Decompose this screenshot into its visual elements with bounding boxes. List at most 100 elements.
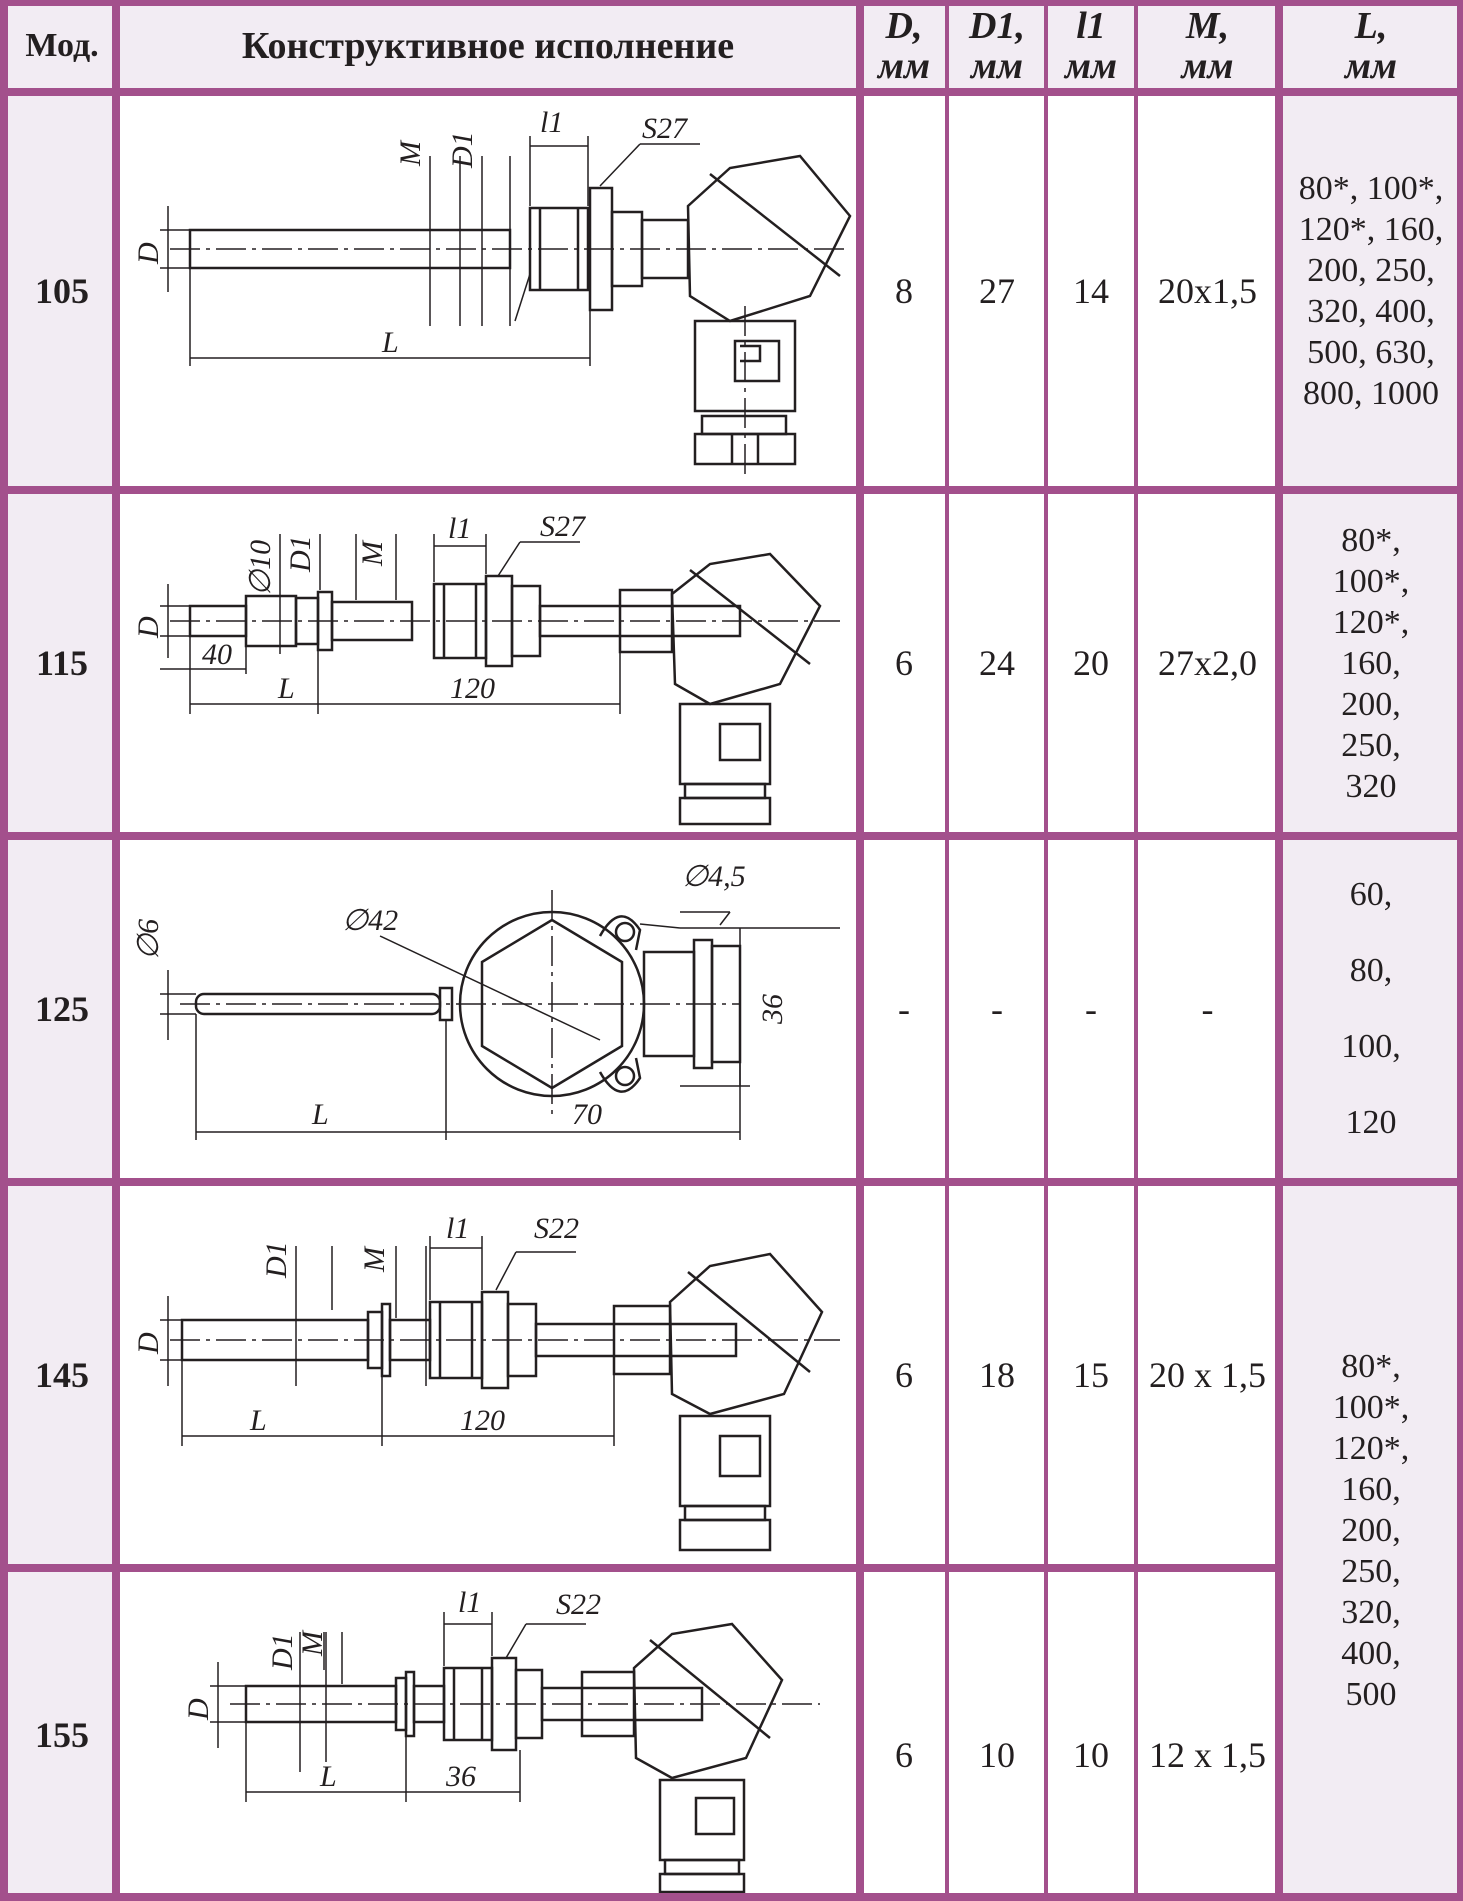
label-40: 40 (202, 638, 232, 671)
header-d1: D1,мм (948, 0, 1046, 92)
row-155-d: 6 (895, 1734, 913, 1775)
grid-model-border (112, 0, 120, 1901)
length-column-background (1279, 92, 1463, 1901)
grid-row-105-border (0, 486, 1463, 494)
drawing-115: D ∅10 D1 M l1 S27 40 L 120 (132, 510, 840, 826)
grid-d-border (945, 0, 949, 1901)
drawing-125: ∅6 ∅42 ∅4,5 36 L 70 (132, 860, 840, 1140)
header-d: D,мм (860, 0, 948, 92)
label-dia42: ∅42 (342, 904, 398, 937)
label-120: 120 (450, 672, 495, 705)
row-145-l1: 15 (1073, 1355, 1109, 1395)
label-s: S22 (556, 1588, 601, 1621)
grid-row-145-border (0, 1564, 1279, 1572)
header-d1-name: D1, (969, 5, 1025, 47)
label-s: S27 (540, 510, 587, 543)
row-105-l: 80*, 100*, 120*, 160, 200, 250, 320, 400… (1298, 170, 1444, 412)
row-115-l: 80*, 100*, 120*, 160, 200, 250, 320 (1332, 521, 1410, 805)
label-d: D (132, 1332, 165, 1355)
row-125-l1: - (1085, 989, 1097, 1029)
label-m: M (296, 1629, 329, 1657)
grid-d1-border (1044, 0, 1048, 1901)
label-dia6: ∅6 (132, 919, 165, 960)
drawing-145: D D1 M l1 S22 L 120 (132, 1212, 840, 1552)
grid-row-115-border (0, 832, 1463, 840)
header-model: Мод. (25, 27, 99, 64)
label-120: 120 (460, 1404, 505, 1437)
header-l: L,мм (1279, 0, 1463, 92)
header-design: Конструктивное исполнение (241, 25, 735, 67)
label-l: L (249, 1404, 267, 1437)
header-d1-unit: мм (970, 45, 1024, 87)
model-column-background (0, 92, 116, 1901)
row-105-d1: 27 (979, 271, 1015, 311)
row-155-model: 155 (35, 1714, 89, 1755)
row-125-d1: - (991, 989, 1003, 1029)
label-36: 36 (445, 1760, 476, 1793)
label-l: L (319, 1760, 337, 1793)
header-l-name: L, (1354, 5, 1388, 47)
shared-l-145-155: 80*, 100*, 120*, 160, 200, 250, 320, 400… (1332, 1347, 1410, 1713)
label-d1: D1 (284, 535, 317, 573)
label-dia45: ∅4,5 (682, 860, 746, 893)
header-m-name: M, (1185, 5, 1230, 47)
grid-l1-border (1134, 0, 1138, 1901)
row-125-l: 60, 80, 100, 120 (1341, 876, 1401, 1141)
label-m: M (394, 139, 427, 167)
label-m: M (358, 1245, 391, 1273)
label-l: L (381, 326, 399, 359)
label-s: S27 (642, 112, 689, 145)
label-70: 70 (572, 1098, 602, 1131)
grid-m-border (1275, 0, 1283, 1901)
label-l1: l1 (540, 106, 563, 139)
label-dia: ∅10 (244, 540, 277, 596)
label-d: D (132, 616, 165, 639)
drawing-105: M D1 l1 S27 D L (132, 106, 852, 476)
label-s: S22 (534, 1212, 579, 1245)
row-155-m: 12 x 1,5 (1149, 1734, 1266, 1775)
header-background (0, 0, 1463, 92)
row-125-m: - (1201, 989, 1214, 1029)
row-115-d: 6 (895, 643, 913, 683)
drawing-155: D D1 M l1 S22 L 36 (182, 1586, 820, 1893)
header-d-unit: мм (877, 45, 931, 87)
label-d: D (132, 242, 165, 265)
label-d1: D1 (446, 131, 479, 169)
row-105-l1: 14 (1073, 271, 1109, 311)
label-l1: l1 (446, 1212, 469, 1245)
row-105-m: 20x1,5 (1158, 271, 1257, 311)
row-145-d1: 18 (979, 1355, 1015, 1395)
grid-header-border (0, 88, 1463, 96)
grid-right-border (1457, 0, 1463, 1901)
row-115-m: 27x2,0 (1158, 643, 1257, 683)
header-m: M,мм (1136, 0, 1279, 92)
header-l-unit: мм (1344, 45, 1398, 87)
label-m: M (356, 539, 389, 567)
grid-top-border (0, 0, 1463, 6)
label-d1: D1 (266, 1633, 299, 1671)
row-115-model: 115 (35, 643, 88, 683)
grid-row-125-border (0, 1178, 1463, 1186)
grid-left-border (0, 0, 8, 1901)
label-36: 36 (756, 994, 789, 1025)
row-125-d: - (898, 989, 910, 1029)
label-l: L (277, 672, 295, 705)
row-145-model: 145 (35, 1355, 89, 1395)
label-l1: l1 (458, 1586, 481, 1619)
row-115-l1: 20 (1073, 643, 1109, 683)
label-d: D (182, 1698, 215, 1721)
row-115-d1: 24 (979, 643, 1015, 683)
label-d1: D1 (260, 1241, 293, 1279)
row-125-model: 125 (35, 989, 89, 1029)
row-145-d: 6 (895, 1355, 913, 1395)
row-145-m: 20 x 1,5 (1149, 1355, 1266, 1395)
grid-bottom-border (0, 1893, 1463, 1901)
row-155-l1: 10 (1073, 1734, 1109, 1775)
header-d-name: D, (885, 5, 923, 47)
row-105-model: 105 (35, 271, 89, 311)
row-105-d: 8 (895, 271, 913, 311)
grid-design-border (856, 0, 864, 1901)
row-155-d1: 10 (979, 1734, 1015, 1775)
header-m-unit: мм (1181, 45, 1234, 87)
